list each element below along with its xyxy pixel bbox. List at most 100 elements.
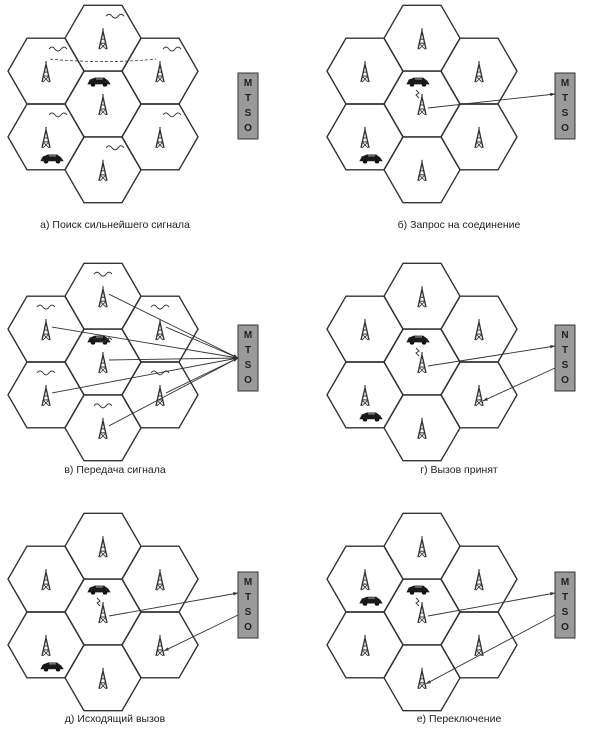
arrowhead — [233, 592, 238, 596]
mtso-letter: M — [244, 78, 252, 89]
cell-tower-icon — [360, 126, 370, 149]
arrowhead — [164, 647, 169, 651]
panel-caption: в) Передача сигнала — [64, 464, 165, 476]
hex-cell — [326, 295, 404, 363]
car-icon — [40, 662, 64, 672]
mtso-rect — [554, 571, 576, 639]
link-line — [51, 357, 239, 394]
link-line — [108, 293, 239, 359]
cell-tower-icon — [417, 602, 427, 624]
hex-cell — [7, 545, 85, 613]
mtso-letter: O — [561, 375, 569, 386]
call-lines — [51, 293, 239, 427]
hex-cell — [440, 37, 518, 105]
arrowhead — [550, 592, 555, 596]
signal-wave-icon — [93, 403, 113, 409]
cell-tower-icon — [155, 634, 165, 657]
hex-cluster — [326, 512, 518, 712]
link-line — [108, 357, 239, 427]
cell-tower-icon — [98, 667, 108, 690]
cell-tower-icon — [417, 159, 427, 182]
cell-tower-icon — [360, 569, 370, 591]
cell-tower-icon — [41, 634, 51, 657]
link-line — [425, 614, 556, 685]
panel-caption: д) Исходящий вызов — [65, 713, 166, 725]
mtso-letter: S — [245, 360, 252, 371]
mtso-letter: T — [562, 592, 568, 603]
link-line — [482, 367, 556, 402]
cell-tower-icon — [474, 384, 484, 407]
cell-tower-icon — [155, 384, 165, 407]
cell-tower-icon — [360, 634, 370, 657]
hex-cell — [440, 361, 518, 429]
mtso-letter: S — [562, 108, 569, 119]
hex-cell — [121, 37, 199, 105]
radio-link — [415, 597, 420, 607]
panel-v: M T S O в) Передача сигнала — [7, 262, 259, 476]
mtso-letter: T — [245, 345, 251, 356]
call-lines — [415, 89, 556, 109]
link-line — [108, 357, 239, 361]
signal-wave-icon — [105, 145, 125, 151]
car-icon — [359, 596, 383, 606]
signal-wave-icon — [48, 112, 68, 118]
cell-tower-icon — [98, 417, 108, 440]
hex-cell — [383, 512, 461, 580]
cell-tower-icon — [417, 94, 427, 116]
panel-caption: а) Поиск сильнейшего сигнала — [40, 219, 190, 231]
signal-wave-icon — [150, 304, 170, 310]
mtso-box: M T S O — [237, 72, 259, 140]
hex-cluster — [7, 512, 199, 712]
mtso-rect — [237, 324, 259, 392]
cell-tower-icon — [474, 569, 484, 591]
hex-cell — [440, 611, 518, 679]
car-icon — [87, 77, 111, 87]
cell-tower-icon — [417, 28, 427, 50]
cell-tower-icon — [360, 319, 370, 341]
cell-tower-icon — [155, 569, 165, 591]
cell-tower-icon — [417, 667, 427, 690]
arrowhead — [426, 680, 431, 684]
cell-tower-icon — [474, 61, 484, 83]
panel-caption: б) Запрос на соединение — [398, 219, 521, 231]
radio-link — [415, 89, 420, 99]
hex-cluster — [7, 4, 199, 204]
hex-cluster — [326, 4, 518, 204]
cell-tower-icon — [417, 417, 427, 440]
hex-cell — [326, 37, 404, 105]
link-line — [108, 592, 239, 617]
call-lines — [415, 345, 556, 402]
cell-tower-icon — [155, 319, 165, 341]
call-lines — [415, 592, 556, 685]
cell-tower-icon — [155, 61, 165, 83]
panel-a: M T S O а) Поиск сильнейшего сигнала — [7, 4, 259, 231]
mtso-letter: S — [245, 607, 252, 618]
hex-cell — [121, 103, 199, 171]
mtso-letter: T — [245, 592, 251, 603]
call-lines — [96, 592, 239, 652]
mtso-letter: S — [562, 607, 569, 618]
hex-cell — [64, 136, 142, 204]
cell-tower-icon — [98, 602, 108, 624]
signal-wave-icon — [162, 46, 182, 52]
cell-tower-icon — [98, 28, 108, 50]
mtso-letter: M — [244, 330, 252, 341]
cell-tower-icon — [417, 352, 427, 374]
cell-tower-icon — [41, 61, 51, 83]
mtso-letter: S — [562, 360, 569, 371]
signal-wave-icon — [150, 370, 170, 376]
cell-tower-icon — [98, 536, 108, 558]
mtso-letter: O — [244, 123, 252, 134]
radio-link — [415, 347, 420, 357]
cell-tower-icon — [474, 319, 484, 341]
mtso-letter: N — [561, 330, 568, 341]
hex-cell — [440, 103, 518, 171]
mtso-letter: O — [561, 123, 569, 134]
car-icon — [406, 335, 430, 345]
link-line — [427, 93, 556, 109]
car-icon — [359, 154, 383, 164]
hex-cell — [383, 644, 461, 712]
arrowhead — [233, 355, 238, 359]
hex-cell — [383, 136, 461, 204]
mtso-letter: T — [562, 345, 568, 356]
